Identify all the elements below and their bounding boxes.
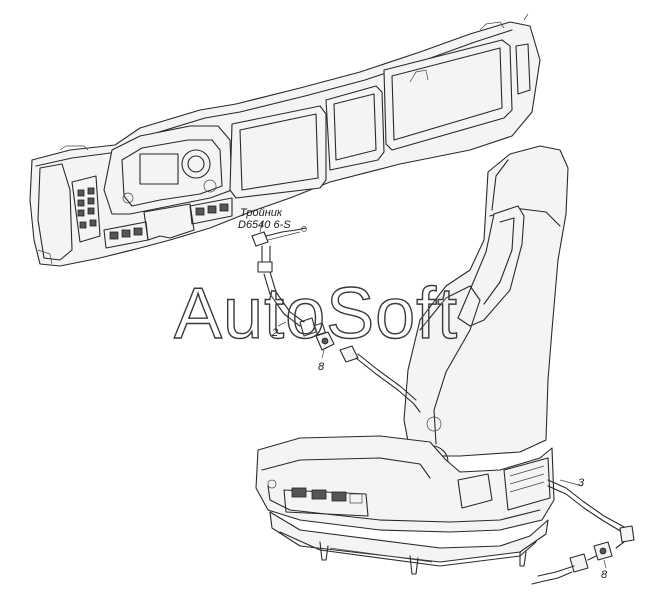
tee-code-label: D6540 6-S (238, 219, 291, 231)
air-lines (251, 226, 635, 585)
callout-2: 2 (271, 327, 278, 339)
callout-8-lower: 8 (601, 569, 608, 581)
callout-8-upper: 8 (318, 361, 325, 373)
leader-lines (259, 221, 607, 569)
dashboard-panel (29, 13, 541, 267)
watermark: AutoSoft (174, 274, 458, 354)
callout-3: 3 (578, 477, 585, 489)
tee-name-label: Тройник (240, 207, 283, 219)
driver-seat (255, 145, 569, 575)
